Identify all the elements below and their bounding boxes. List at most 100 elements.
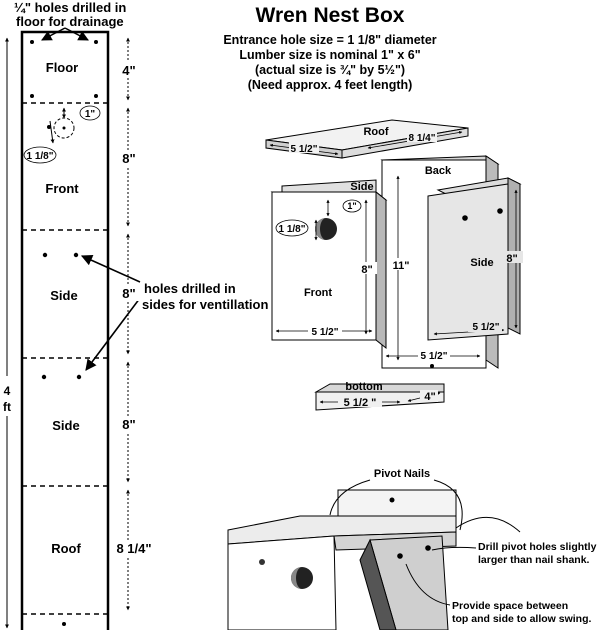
- space-pointer: [405, 563, 451, 606]
- front-panel: Front 8" 5 1/2" 1" 1 1/8": [270, 190, 388, 350]
- dim-gap: [117, 416, 141, 432]
- ventilation-hole: [73, 252, 79, 258]
- pivot-nail-hole: [425, 545, 431, 551]
- back-hole: [430, 364, 434, 368]
- section-dim-side: 8": [122, 286, 135, 301]
- ventilation-pointer: [85, 297, 141, 371]
- hole-diameter-label: 1 1/8": [27, 151, 54, 162]
- section-label-side: Side: [50, 288, 77, 303]
- side-width-label: 5 1/2": [473, 322, 500, 333]
- drainage-note-line1: ¼" holes drilled in: [14, 0, 126, 15]
- drainage-hole: [94, 94, 98, 98]
- front-label: Front: [304, 287, 332, 299]
- total-length-value: 4: [4, 384, 11, 398]
- ventilation-pointer: [80, 255, 141, 283]
- dim-gap: [468, 320, 502, 332]
- ventilation-note-line2: sides for ventillation: [142, 297, 268, 312]
- dim-gap: [338, 395, 382, 407]
- right-side-label: Side: [470, 257, 493, 269]
- detail-vent-hole: [259, 559, 265, 565]
- dim-gap: [308, 325, 342, 337]
- specifications: Entrance hole size = 1 1/8" diameter Lum…: [180, 33, 480, 93]
- total-length-unit: ft: [3, 400, 11, 414]
- drill-pointer: [431, 546, 477, 551]
- drainage-hole: [30, 94, 34, 98]
- spec-length-needed: (Need approx. 4 feet length): [247, 78, 413, 92]
- ventilation-hole: [41, 374, 47, 380]
- dim-gap: [289, 142, 319, 153]
- section-dim-floor: 4": [122, 63, 135, 78]
- dim-gap: [357, 262, 377, 274]
- pivot-nail-hole: [397, 553, 403, 559]
- hole-offset-callout: [79, 105, 101, 121]
- spec-actual-size: (actual size is ¾" by 5½"): [254, 63, 406, 77]
- drainage-note-line2: floor for drainage: [16, 14, 124, 29]
- space-note-line2: top and side to allow swing.: [452, 613, 592, 625]
- section-label-front: Front: [45, 181, 79, 196]
- dim-gap: [117, 62, 141, 78]
- hole-diameter-dim: [49, 120, 55, 144]
- exploded-assembly: Roof 8 1/4" 5 1/2" Back 11" 5 1/2" Side: [265, 119, 523, 411]
- pivot-pointer: [329, 479, 371, 516]
- front-hole-diameter-label: 1 1/8": [279, 224, 306, 235]
- front-hole-offset-callout: [342, 199, 362, 213]
- section-label-roof: Roof: [51, 541, 81, 556]
- spec-entrance-hole: Entrance hole size = 1 1/8" diameter: [223, 33, 437, 47]
- space-note-line1: Provide space between: [452, 600, 568, 612]
- front-height-label: 8": [361, 264, 372, 276]
- dim-gap: [117, 150, 141, 166]
- entrance-hole-center: [62, 126, 66, 130]
- pivot-detail: Pivot Nails Drill pivot holes slightly l…: [227, 468, 597, 630]
- dim-gap: [117, 285, 141, 301]
- back-label: Back: [425, 165, 452, 177]
- ventilation-hole: [62, 622, 66, 626]
- dim-gap: [407, 131, 437, 142]
- front-width-label: 5 1/2": [312, 327, 339, 338]
- cutting-board: ¼" holes drilled in floor for drainage F…: [2, 0, 268, 630]
- drainage-pointer: [41, 27, 66, 41]
- front-hole-diameter-callout: [275, 219, 309, 237]
- section-label-side: Side: [52, 418, 79, 433]
- side-height-label: 8": [506, 253, 517, 265]
- drainage-hole: [30, 40, 34, 44]
- hole-offset-label: 1": [85, 109, 96, 120]
- roof-panel: Roof 8 1/4" 5 1/2": [265, 119, 469, 159]
- hole-diameter-callout: [23, 146, 57, 164]
- dim-gap: [391, 258, 411, 270]
- front-face: [227, 535, 337, 630]
- front-hole-offset-label: 1": [347, 201, 356, 211]
- drill-pointer: [455, 516, 521, 533]
- side-vent-hole: [462, 215, 468, 221]
- side-vent-hole: [497, 208, 503, 214]
- section-label-floor: Floor: [46, 60, 79, 75]
- section-dim-roof: 8 1/4": [116, 541, 151, 556]
- spec-lumber-size: Lumber size is nominal 1" x 6": [239, 48, 421, 62]
- dim-gap: [503, 251, 523, 263]
- side-shadow: [359, 538, 397, 630]
- page-title: Wren Nest Box: [255, 4, 405, 27]
- board-outline: [20, 30, 110, 630]
- bottom-panel: bottom 5 1/2 " 4": [314, 381, 445, 411]
- total-length-gap: [2, 376, 14, 416]
- back-width-label: 5 1/2": [421, 351, 448, 362]
- section-dim-front: 8": [122, 151, 135, 166]
- pivot-nails-label: Pivot Nails: [374, 468, 430, 480]
- back-height-label: 11": [393, 260, 410, 272]
- bottom-depth-label: 4": [424, 391, 435, 403]
- roof-label: Roof: [363, 126, 388, 138]
- ventilation-hole: [76, 374, 82, 380]
- right-side-panel: Side 8" 5 1/2": [427, 177, 523, 341]
- drainage-pointer: [64, 27, 89, 41]
- ventilation-hole: [42, 252, 48, 258]
- dim-gap: [420, 390, 438, 402]
- ventilation-note-line1: holes drilled in: [144, 281, 236, 296]
- section-dim-side: 8": [122, 417, 135, 432]
- hole-diameter-marker: [47, 125, 51, 129]
- pivot-pointer: [433, 479, 463, 531]
- bottom-width-label: 5 1/2 ": [344, 397, 377, 409]
- roof-length-label: 8 1/4": [409, 133, 436, 144]
- drainage-hole: [94, 40, 98, 44]
- bottom-label: bottom: [345, 381, 382, 393]
- pivot-nail-hole: [389, 497, 395, 503]
